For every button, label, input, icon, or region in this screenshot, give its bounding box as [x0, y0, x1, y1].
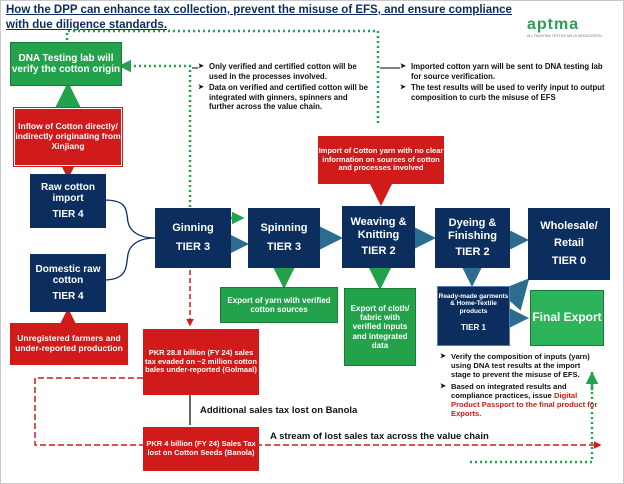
stream-caption: A stream of lost sales tax across the va…: [270, 431, 489, 442]
aptma-logo-sub: ALL PAKISTAN TEXTILE MILLS ASSOCIATION: [527, 34, 602, 38]
note-bottom-1: Verify the composition of inputs (yarn) …: [440, 352, 600, 380]
import-yarn-label: Import of Cotton yarn with no clear info…: [318, 146, 444, 173]
wholesale-tier: TIER 0: [551, 255, 587, 268]
garments-box: Ready-made garments & Home-Textile produ…: [437, 286, 510, 346]
export-yarn-label: Export of yarn with verified cotton sour…: [227, 295, 331, 314]
notes-mid: Only verified and certified cotton will …: [198, 62, 368, 114]
raw-cotton-import-box: Raw cotton import TIER 4: [30, 174, 106, 228]
stream-dashed: [34, 377, 602, 449]
arrow-garments-to-wholesale: [498, 278, 530, 311]
tax-evasion-label: PKR 28.8 billion (FY 24) sales tax evade…: [145, 348, 257, 375]
spinning-label: Spinning: [260, 222, 308, 235]
banola-caption: Additional sales tax lost on Banola: [200, 405, 358, 416]
note-right-1: Imported cotton yarn will be sent to DNA…: [400, 62, 612, 81]
dna-testing-lab-label: DNA Testing lab will verify the cotton o…: [11, 52, 121, 76]
dpp-highlight: Digital Product Passport to the final pr…: [451, 390, 598, 419]
weaving-label-2: Knitting: [357, 228, 400, 241]
inflow-label: Inflow of Cotton directly/ indirectly or…: [15, 121, 121, 151]
weaving-tier: TIER 2: [361, 245, 396, 258]
ginning-label: Ginning: [172, 222, 214, 235]
final-export-box: Final Export: [530, 290, 604, 346]
note-mid-2: Data on verified and certified cotton wi…: [198, 83, 368, 112]
dyeing-tier: TIER 2: [455, 246, 490, 259]
dyeing-finishing-box: Dyeing & Finishing TIER 2: [435, 208, 510, 268]
domestic-raw-cotton-tier: TIER 4: [52, 290, 84, 302]
weaving-label-1: Weaving &: [350, 216, 407, 229]
domestic-raw-cotton-label: Domestic raw cotton: [35, 263, 101, 287]
unregistered-farmers-label: Unregistered farmers and under-reported …: [15, 333, 123, 353]
note-mid-1: Only verified and certified cotton will …: [198, 62, 368, 81]
notes-bottom: Verify the composition of inputs (yarn) …: [440, 352, 600, 420]
note-bottom-2-text: Based on integrated results and complian…: [451, 381, 567, 400]
ginning-tier: TIER 3: [175, 241, 211, 253]
banola-tax-box: PKR 4 billion (FY 24) Sales Tax lost on …: [143, 427, 259, 471]
aptma-logo-text: aptma: [527, 16, 580, 33]
dyeing-label-2: Finishing: [448, 229, 497, 242]
dna-link-dotted: [118, 59, 192, 212]
export-yarn-box: Export of yarn with verified cotton sour…: [220, 287, 338, 323]
export-cloth-box: Export of cloth/ fabric with verified in…: [344, 288, 416, 366]
export-cloth-label: Export of cloth/ fabric with verified in…: [350, 304, 410, 350]
raw-cotton-import-label: Raw cotton import: [41, 181, 95, 205]
note-right-2: The test results will be used to verify …: [400, 83, 612, 102]
unregistered-farmers-box: Unregistered farmers and under-reported …: [10, 323, 128, 365]
tax-evasion-box: PKR 28.8 billion (FY 24) sales tax evade…: [143, 329, 259, 395]
raw-cotton-import-tier: TIER 4: [52, 208, 84, 220]
garments-label: Ready-made garments & Home-Textile produ…: [438, 293, 509, 315]
brace: [103, 199, 156, 281]
wholesale-label-1: Wholesale/: [540, 220, 598, 233]
notes-right: Imported cotton yarn will be sent to DNA…: [400, 62, 612, 104]
spinning-box: Spinning TIER 3: [248, 208, 320, 268]
final-export-label: Final Export: [532, 310, 602, 325]
ginning-box: Ginning TIER 3: [155, 208, 231, 268]
dyeing-label-1: Dyeing &: [448, 217, 497, 230]
dna-link-top-dotted: [65, 29, 380, 125]
wholesale-label-2: Retail: [554, 236, 584, 249]
weaving-knitting-box: Weaving & Knitting TIER 2: [342, 206, 415, 268]
banola-tax-label: PKR 4 billion (FY 24) Sales Tax lost on …: [146, 439, 256, 457]
spinning-tier: TIER 3: [266, 241, 302, 253]
aptma-logo: aptma ALL PAKISTAN TEXTILE MILLS ASSOCIA…: [527, 17, 619, 47]
page-title: How the DPP can enhance tax collection, …: [6, 4, 512, 31]
wholesale-retail-box: Wholesale/ Retail TIER 0: [528, 208, 610, 280]
garments-tier: TIER 1: [461, 323, 486, 333]
dna-testing-lab-box: DNA Testing lab will verify the cotton o…: [10, 42, 122, 86]
import-yarn-box: Import of Cotton yarn with no clear info…: [318, 136, 444, 184]
domestic-raw-cotton-box: Domestic raw cotton TIER 4: [30, 254, 106, 312]
inflow-box: Inflow of Cotton directly/ indirectly or…: [13, 107, 123, 167]
note-bottom-2: Based on integrated results and complian…: [440, 382, 600, 419]
